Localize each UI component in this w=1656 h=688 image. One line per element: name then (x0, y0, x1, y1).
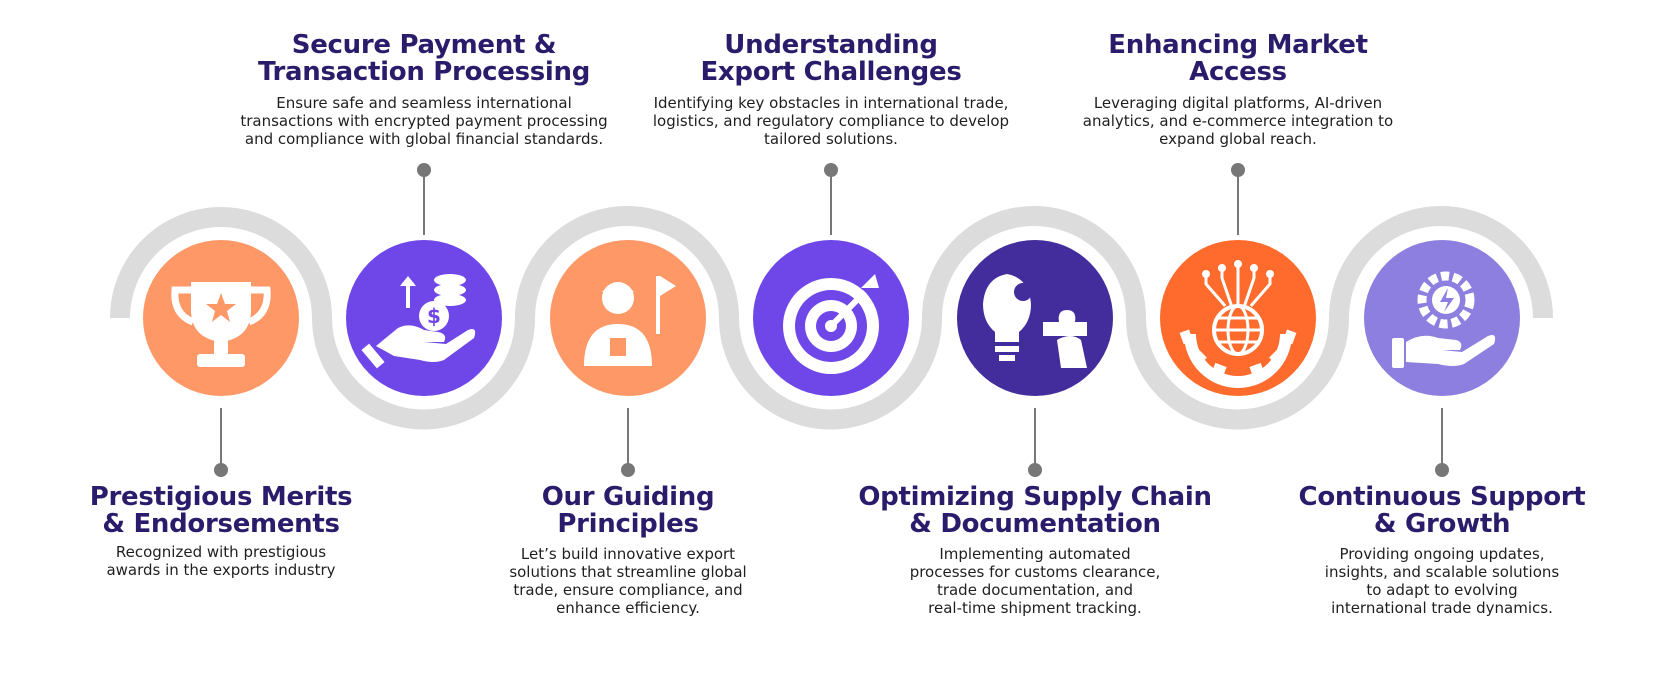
step-title-guiding-principles: Our Guiding Principles (541, 482, 715, 539)
step-title-secure-payment: Secure Payment & Transaction Processing (257, 30, 591, 87)
hand-coins-icon: $ (361, 274, 476, 369)
connector-dot (1231, 163, 1245, 177)
step-node-market-access (1160, 240, 1316, 396)
connector-dot (621, 463, 635, 477)
puzzle-bulb-icon (983, 274, 1087, 368)
step-title-export-challenges: Understanding Export Challenges (700, 30, 962, 87)
step-node-export-challenges (753, 240, 909, 396)
step-circle (1364, 240, 1520, 396)
step-title-continuous-support: Continuous Support & Growth (1298, 482, 1586, 539)
trophy-icon (171, 282, 271, 367)
connector-dot (417, 163, 431, 177)
serpentine-track (110, 206, 1553, 430)
step-title-supply-chain: Optimizing Supply Chain & Documentation (858, 482, 1212, 539)
step-circle (550, 240, 706, 396)
step-description-prestigious-merits: Recognized with prestigious awards in th… (106, 543, 336, 579)
svg-text:$: $ (427, 304, 441, 328)
step-description-market-access: Leveraging digital platforms, AI-driven … (1082, 94, 1394, 148)
step-circle (957, 240, 1113, 396)
step-node-continuous-support (1364, 240, 1520, 396)
step-description-guiding-principles: Let’s build innovative export solutions … (509, 545, 747, 617)
connector-dot (1028, 463, 1042, 477)
globe-gear-icon (1179, 260, 1297, 388)
connector-dot (1435, 463, 1449, 477)
step-description-supply-chain: Implementing automated processes for cus… (909, 545, 1161, 617)
step-description-export-challenges: Identifying key obstacles in internation… (652, 94, 1010, 148)
target-icon (783, 274, 879, 374)
step-title-prestigious-merits: Prestigious Merits & Endorsements (89, 482, 353, 539)
step-node-prestigious-merits (143, 240, 299, 396)
step-description-secure-payment: Ensure safe and seamless international t… (240, 94, 608, 148)
connector-dot (214, 463, 228, 477)
leader-flag-icon (584, 276, 676, 366)
step-description-continuous-support: Providing ongoing updates, insights, and… (1324, 545, 1560, 617)
step-node-secure-payment: $ (346, 240, 502, 396)
connector-dot (824, 163, 838, 177)
step-title-market-access: Enhancing Market Access (1108, 30, 1368, 87)
step-node-guiding-principles (550, 240, 706, 396)
step-node-supply-chain (957, 240, 1113, 396)
hand-gear-icon (1392, 271, 1496, 368)
